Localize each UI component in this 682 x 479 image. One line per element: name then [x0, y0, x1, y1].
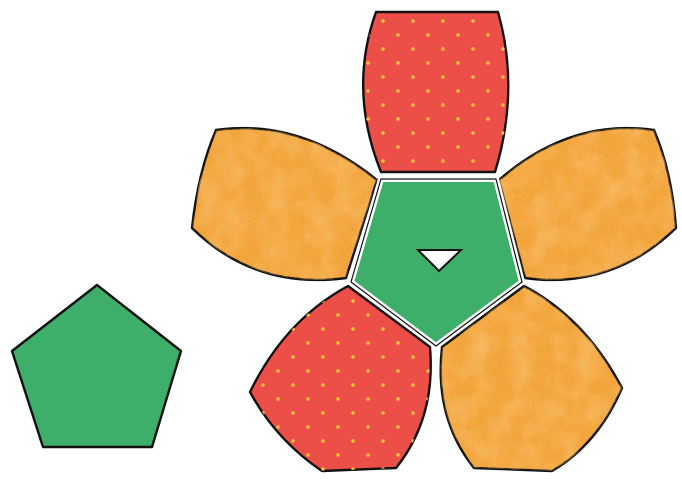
petal-upper-right-orange — [499, 128, 676, 280]
petal-upper-left-orange — [192, 128, 377, 280]
petal-top-red — [363, 12, 508, 172]
standalone-green-pentagon — [12, 285, 181, 447]
